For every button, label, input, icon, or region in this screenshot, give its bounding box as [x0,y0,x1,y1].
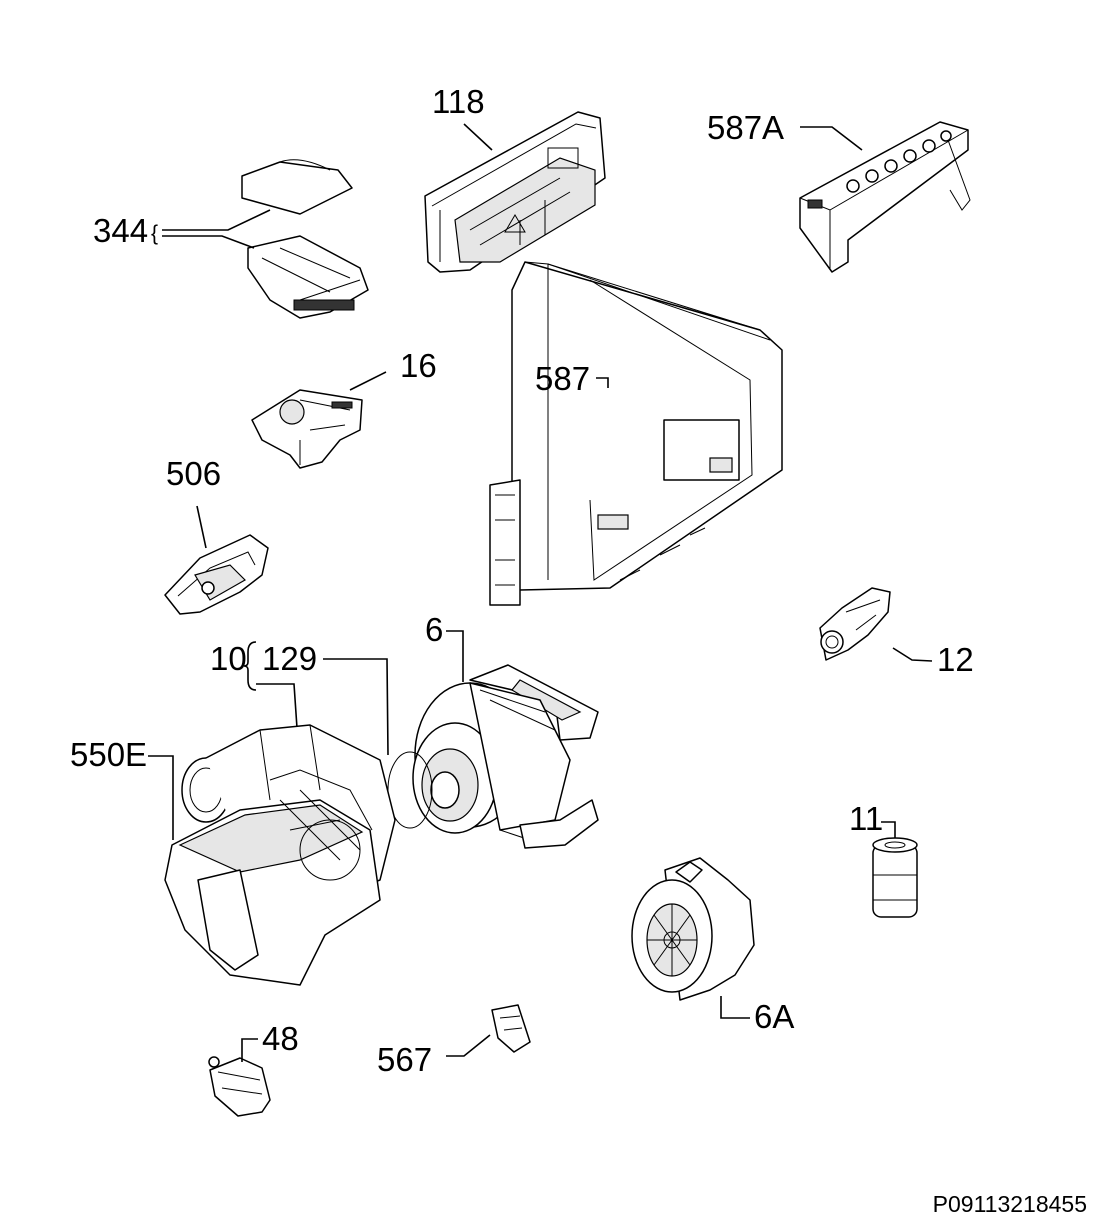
circulation-pump-icon [387,664,599,849]
part-11-capacitor[interactable]: 11 [849,800,918,918]
sensor-holder-icon [164,534,269,615]
door-lock-assembly-icon [241,159,369,319]
label-48: 48 [262,1020,299,1057]
button-panel-icon [799,121,971,273]
label-12: 12 [937,641,974,678]
part-587a-button-panel[interactable]: 587A [707,109,971,273]
label-6a: 6A [754,998,794,1035]
label-567: 567 [377,1041,432,1078]
capacitor-icon [872,837,918,918]
part-567-connector[interactable]: 567 [377,1004,531,1078]
door-switch-icon [251,389,363,469]
flow-meter-icon [819,587,891,661]
label-10: 10 [210,640,247,677]
brace-344: { [151,222,158,245]
label-506: 506 [166,455,221,492]
thermostat-icon [208,1056,271,1117]
part-587-electronic-module[interactable]: 587 [489,261,783,606]
drawing-code: P09113218455 [933,1191,1087,1217]
label-587a: 587A [707,109,784,146]
control-board-panel-icon [424,111,606,273]
part-12-flow-meter[interactable]: 12 [819,587,974,678]
part-506-sensor-holder[interactable]: 506 [164,455,269,615]
part-344-door-lock[interactable]: 344 { [93,159,369,319]
label-129: 129 [262,640,317,677]
part-16-door-switch[interactable]: 16 [251,347,437,469]
label-118: 118 [432,83,485,120]
part-118-control-board[interactable]: 118 [424,83,606,273]
part-550e-pump-housing[interactable]: 550E [70,724,396,986]
connector-clip-icon [491,1004,531,1053]
label-587: 587 [535,360,590,397]
part-6a-drain-pump[interactable]: 6A [631,857,794,1035]
drain-pump-icon [631,857,755,1001]
pump-housing-icon [164,724,396,986]
label-11: 11 [849,800,883,837]
label-550e: 550E [70,736,147,773]
label-16: 16 [400,347,437,384]
part-48-thermostat[interactable]: 48 [208,1020,299,1117]
part-10-129-bracket[interactable]: 10 129 [210,640,389,756]
label-6: 6 [425,611,443,648]
part-6-circulation-pump[interactable]: 6 [387,611,599,849]
label-344: 344 [93,212,148,249]
electronic-module-icon [489,261,783,606]
